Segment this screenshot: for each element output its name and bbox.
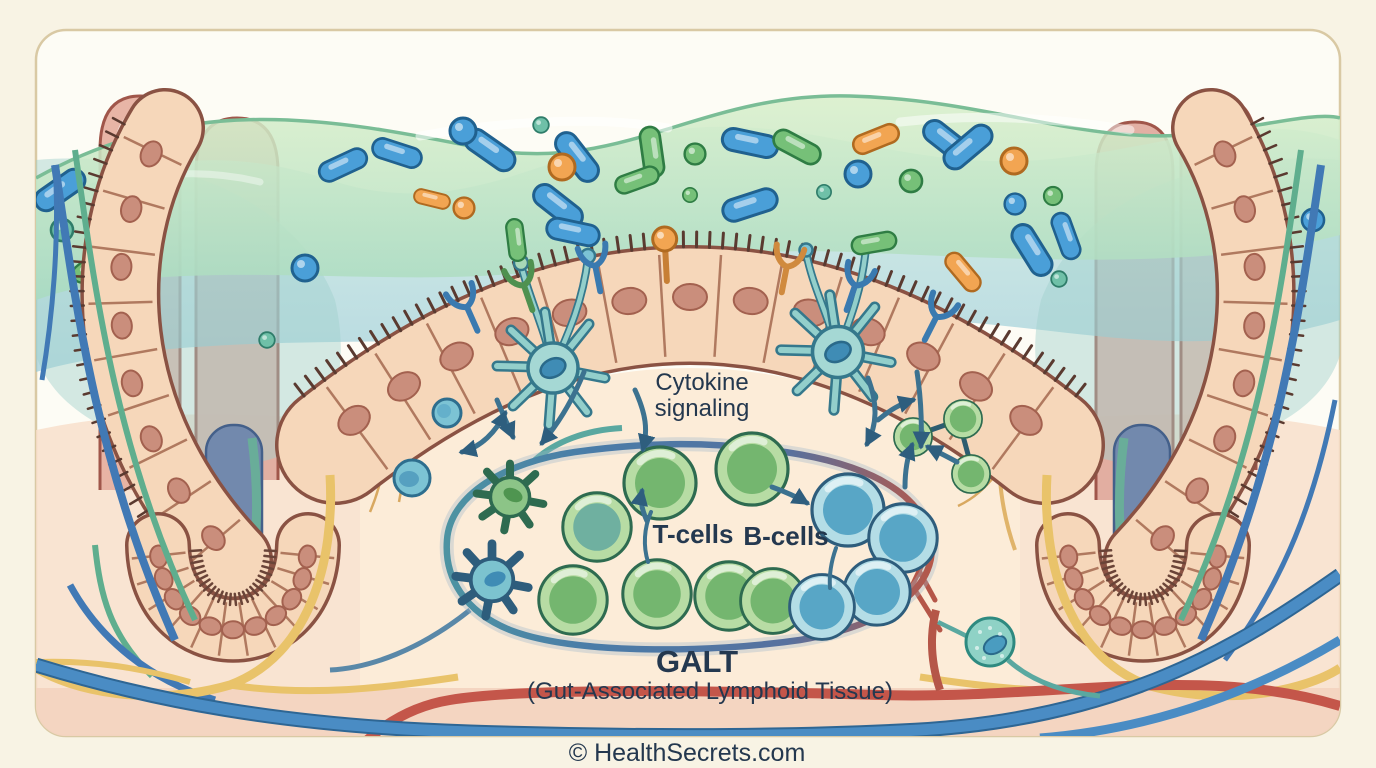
t-cell-icon xyxy=(624,447,696,519)
bacterium-coccus-icon xyxy=(816,184,832,200)
arrow-icon xyxy=(875,395,917,423)
t-cell-icon xyxy=(539,566,607,634)
bacterium-coccus-icon xyxy=(683,142,707,166)
vessel-efferent xyxy=(329,608,472,673)
bacterium-coccus-icon xyxy=(448,116,478,146)
arrow-icon xyxy=(912,369,931,450)
vessel-green xyxy=(72,149,198,622)
immune-cells-group xyxy=(392,238,1016,668)
crypt-nuclei-marks xyxy=(1059,544,1227,640)
bacterium-coccus-icon xyxy=(682,187,698,203)
vessels-group xyxy=(36,149,1340,736)
vessel-green xyxy=(1178,149,1304,622)
crypt-brush-border-marks xyxy=(188,549,278,607)
lymphocyte-speckled-icon xyxy=(964,616,1016,668)
bacterium-coccus-icon xyxy=(999,146,1029,176)
vessel-vein xyxy=(51,164,179,642)
t-cell-icon xyxy=(716,433,788,505)
bacterium-coccus-icon xyxy=(532,116,550,134)
bacterium-coccus-icon xyxy=(290,253,320,283)
epithelium-nuclei-marks xyxy=(110,140,226,551)
arrow-icon xyxy=(630,487,650,524)
vessel-vein xyxy=(39,164,60,381)
vessel-lymphatic xyxy=(229,673,459,695)
bacterium-coccus-icon xyxy=(843,159,873,189)
bacterium-coccus-icon xyxy=(452,196,476,220)
arrow-icon xyxy=(632,387,656,453)
epithelium-nuclei-marks xyxy=(1150,140,1266,551)
t-cells-label: T-cells xyxy=(653,519,734,549)
arrow-curve xyxy=(642,510,653,564)
arrow-curve xyxy=(827,546,838,590)
arrow-icon xyxy=(458,409,508,458)
crypt-nuclei-marks xyxy=(149,544,317,640)
t-cell-icon xyxy=(563,493,631,561)
labels-group: Cytokine signaling T-cells B-cells GALT … xyxy=(527,369,893,705)
b-cells-label: B-cells xyxy=(743,521,828,551)
lymphocyte-icon xyxy=(392,397,463,498)
vessel-vein-main xyxy=(36,570,1340,736)
arrow-icon xyxy=(864,375,882,448)
vessel-vein xyxy=(1197,164,1325,642)
epithelium-group xyxy=(69,88,1307,663)
t-cell-icon xyxy=(892,416,934,458)
bacterium-coccus-icon xyxy=(898,168,924,194)
cytokine-label-line2: signaling xyxy=(655,395,750,422)
receptors-group xyxy=(446,214,986,346)
vessel-lymphatic xyxy=(36,658,191,685)
t-cell-icon xyxy=(942,398,984,440)
vessel-efferent xyxy=(1006,658,1101,699)
vessel-efferent xyxy=(532,425,623,463)
t-cell-icon xyxy=(623,560,691,628)
epithelium-nuclei-marks xyxy=(337,282,1043,436)
bacterium-coccus-icon xyxy=(1042,185,1064,207)
bacterium-coccus-icon xyxy=(1003,192,1027,216)
galt-subtitle: (Gut-Associated Lymphoid Tissue) xyxy=(527,678,893,705)
cytokine-label: Cytokine xyxy=(655,369,748,396)
b-cell-icon xyxy=(790,575,855,640)
bacterium-coccus-icon xyxy=(547,152,577,182)
galt-title: GALT xyxy=(656,644,738,679)
arrow-icon xyxy=(539,369,587,446)
signaling-arrows xyxy=(458,369,960,590)
crypt-brush-border-marks xyxy=(1098,549,1188,607)
receptor-icon xyxy=(651,225,679,284)
arrow-icon xyxy=(898,441,916,490)
bacterium-coccus-icon xyxy=(258,331,276,349)
arrow-icon xyxy=(924,444,960,465)
copyright-text: © HealthSecrets.com xyxy=(569,739,806,767)
bacterium-coccus-icon xyxy=(1050,270,1068,288)
vessel-vein xyxy=(1039,636,1340,736)
arrow-icon xyxy=(769,484,811,506)
